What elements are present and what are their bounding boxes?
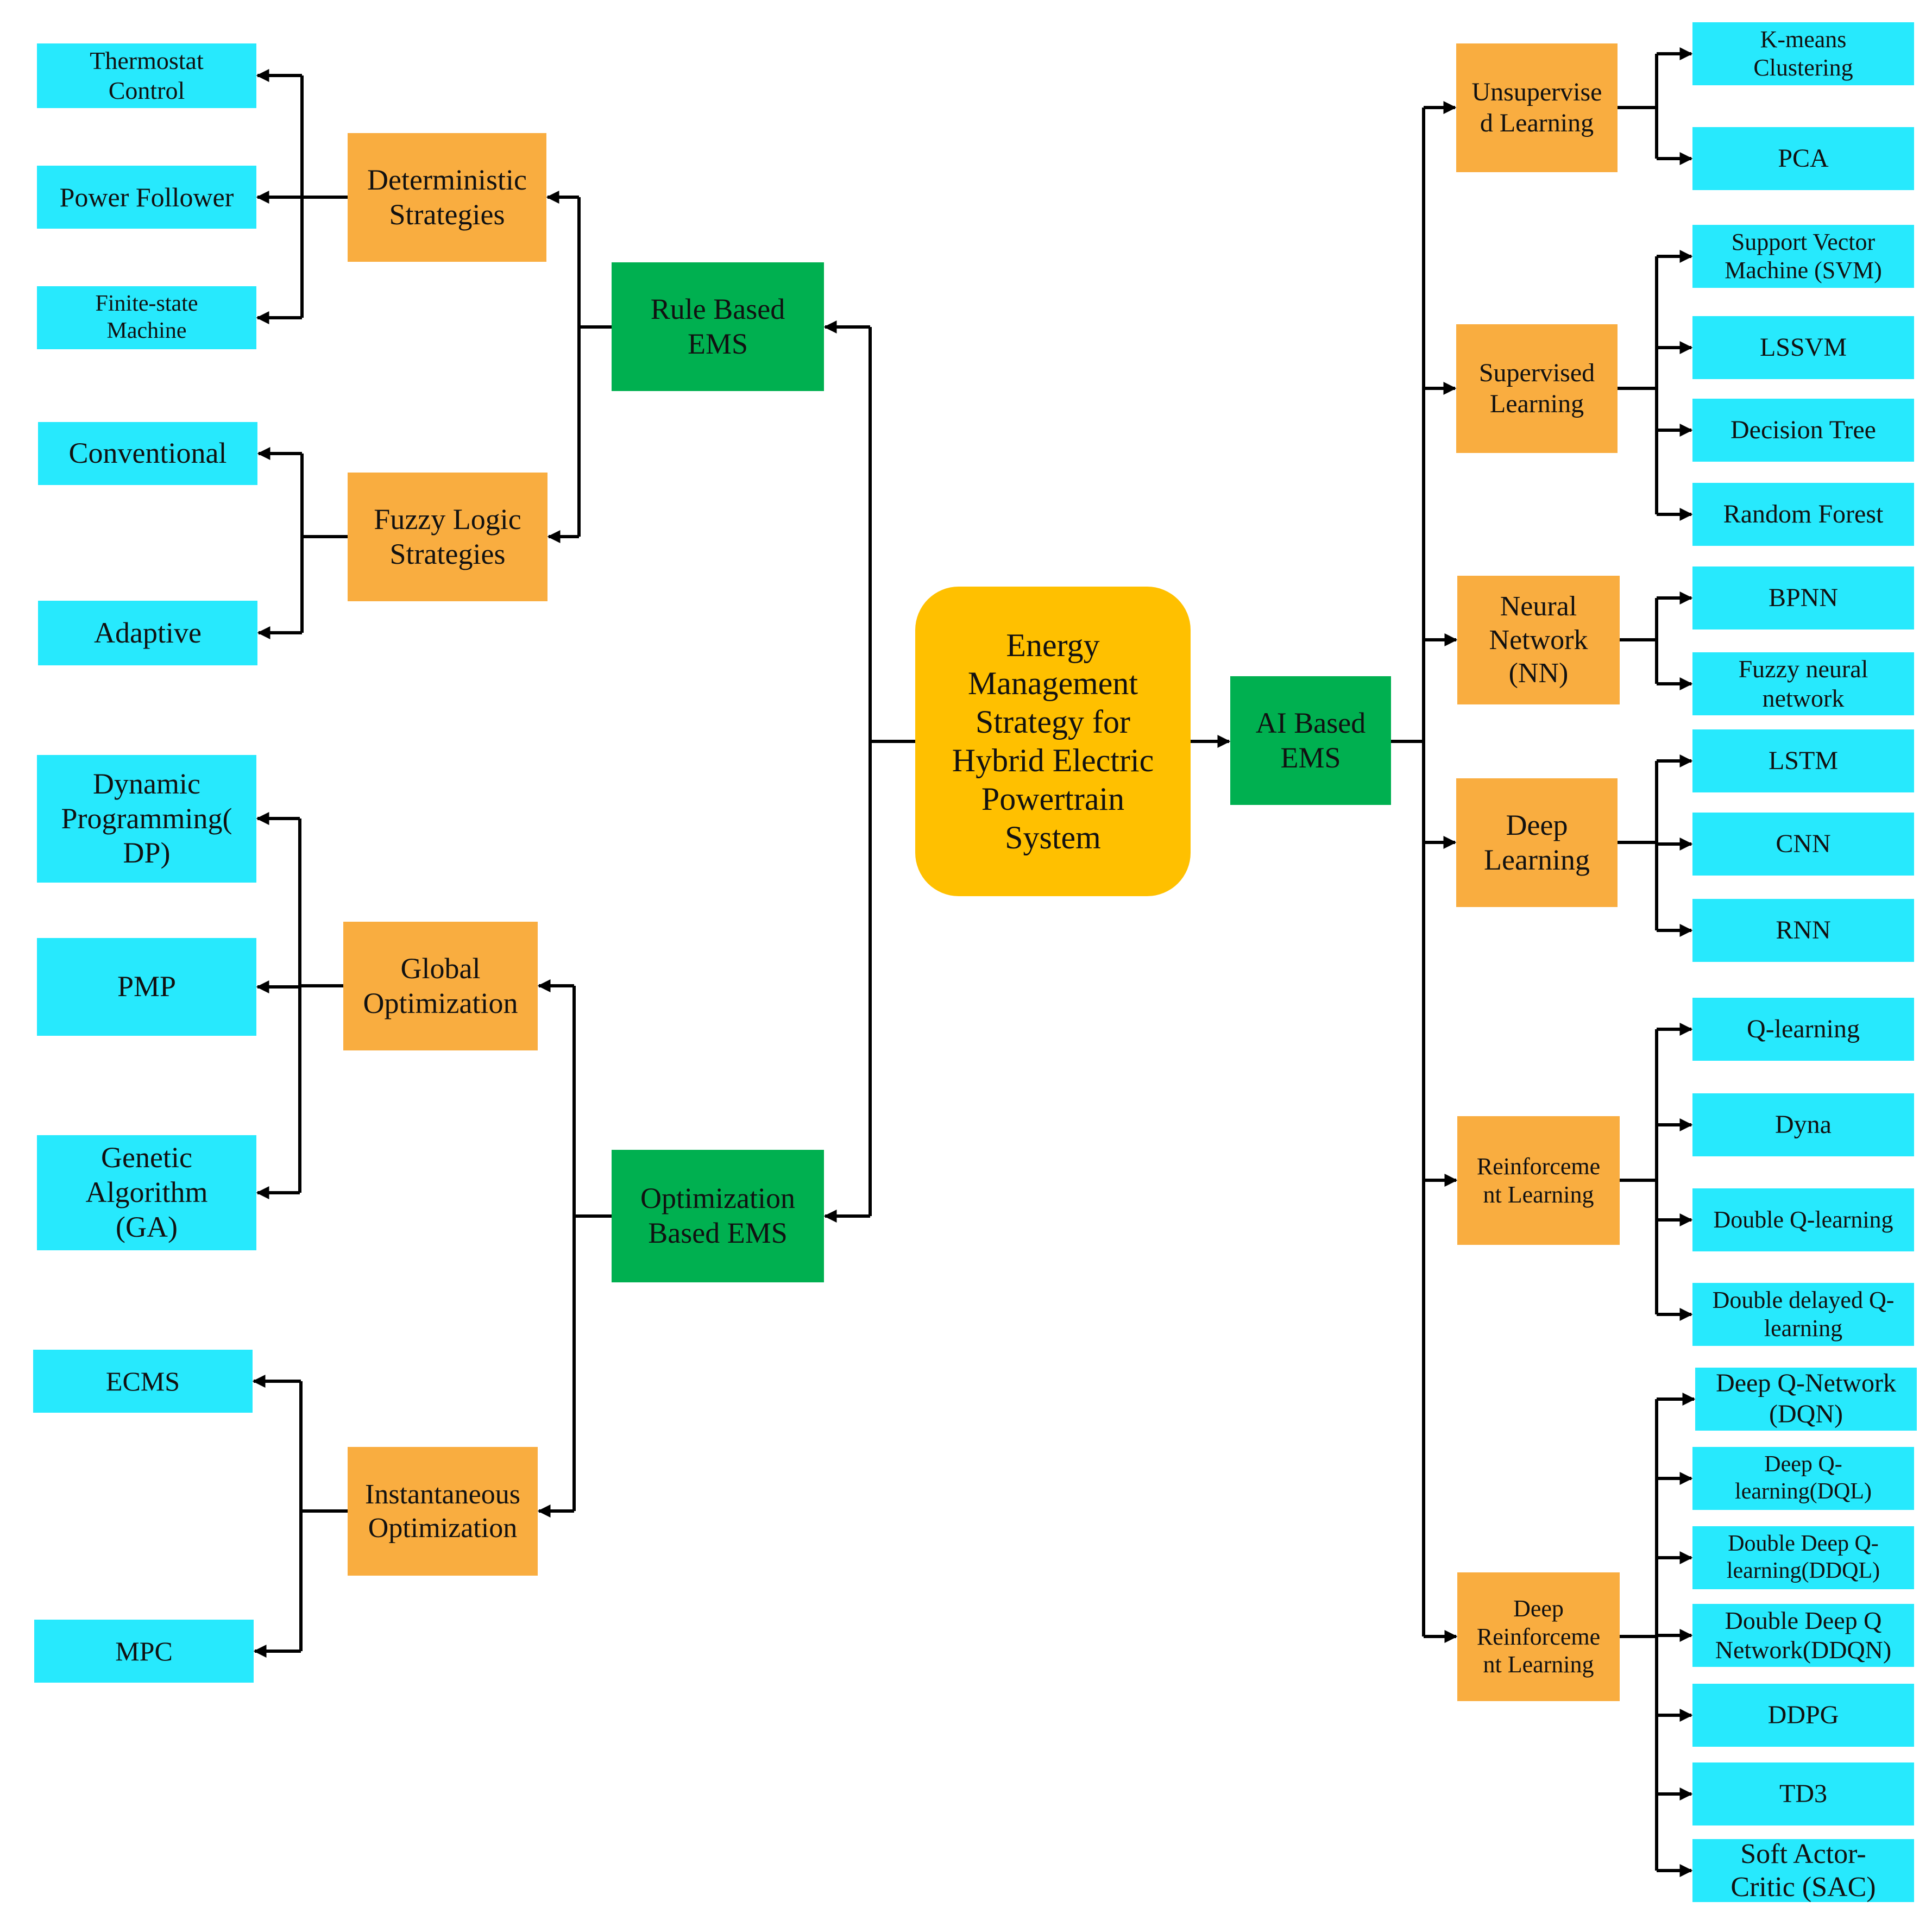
method-pmp: PMP bbox=[37, 938, 256, 1036]
method-ecms: ECMS bbox=[33, 1350, 253, 1413]
method-deep-q-learning: Deep Q- learning(DQL) bbox=[1692, 1447, 1914, 1510]
double-q-learning-label: Double Q-learning bbox=[1713, 1206, 1893, 1233]
instantaneous-optimization-label: Instantaneous Optimization bbox=[365, 1479, 520, 1544]
deep-learning-label: Deep Learning bbox=[1484, 808, 1590, 876]
method-q-learning: Q-learning bbox=[1692, 998, 1914, 1061]
method-cnn: CNN bbox=[1692, 813, 1914, 876]
method-genetic-algorithm: Genetic Algorithm (GA) bbox=[37, 1135, 256, 1250]
method-conventional: Conventional bbox=[38, 422, 257, 485]
double-deep-q-learning-label: Double Deep Q- learning(DDQL) bbox=[1726, 1531, 1880, 1583]
method-soft-actor-critic: Soft Actor- Critic (SAC) bbox=[1692, 1838, 1914, 1903]
optimization-based-ems: Optimization Based EMS bbox=[612, 1150, 824, 1282]
finite-state-machine-label: Finite-state Machine bbox=[95, 291, 198, 343]
conventional-label: Conventional bbox=[68, 437, 227, 470]
adaptive-label: Adaptive bbox=[94, 616, 202, 649]
bpnn-label: BPNN bbox=[1768, 583, 1839, 612]
root-label: Energy Management Strategy for Hybrid El… bbox=[952, 627, 1154, 855]
unsupervised-learning-label: Unsupervise d Learning bbox=[1471, 77, 1602, 137]
method-lstm: LSTM bbox=[1692, 729, 1914, 792]
deterministic-strategies-label: Deterministic Strategies bbox=[367, 163, 527, 231]
root-energy-management-strategy: Energy Management Strategy for Hybrid El… bbox=[915, 587, 1191, 896]
method-pca: PCA bbox=[1692, 127, 1914, 190]
instantaneous-optimization: Instantaneous Optimization bbox=[348, 1447, 538, 1576]
soft-actor-critic-label: Soft Actor- Critic (SAC) bbox=[1730, 1838, 1876, 1903]
power-follower-label: Power Follower bbox=[59, 181, 234, 212]
method-dynamic-programming: Dynamic Programming( DP) bbox=[37, 755, 256, 883]
method-decision-tree: Decision Tree bbox=[1692, 399, 1914, 462]
method-bpnn: BPNN bbox=[1692, 566, 1914, 629]
optimization-based-ems-label: Optimization Based EMS bbox=[640, 1182, 795, 1249]
deterministic-strategies: Deterministic Strategies bbox=[348, 133, 546, 262]
method-double-delayed-q-learning: Double delayed Q- learning bbox=[1692, 1283, 1914, 1346]
rule-based-ems: Rule Based EMS bbox=[612, 262, 824, 391]
dyna-label: Dyna bbox=[1775, 1110, 1832, 1139]
reinforcement-learning: Reinforceme nt Learning bbox=[1457, 1116, 1620, 1245]
global-optimization: Global Optimization bbox=[343, 922, 538, 1050]
neural-network-label: Neural Network (NN) bbox=[1489, 591, 1588, 689]
method-double-deep-q-network: Double Deep Q Network(DDQN) bbox=[1692, 1604, 1914, 1667]
method-mpc: MPC bbox=[34, 1620, 254, 1683]
support-vector-machine-label: Support Vector Machine (SVM) bbox=[1725, 229, 1882, 284]
method-adaptive: Adaptive bbox=[38, 601, 257, 665]
global-optimization-label: Global Optimization bbox=[363, 952, 518, 1019]
rnn-label: RNN bbox=[1776, 915, 1831, 945]
supervised-learning-label: Supervised Learning bbox=[1478, 358, 1595, 418]
ai-based-ems: AI Based EMS bbox=[1230, 676, 1391, 805]
method-power-follower: Power Follower bbox=[37, 166, 256, 229]
neural-network: Neural Network (NN) bbox=[1457, 576, 1620, 704]
method-lssvm: LSSVM bbox=[1692, 316, 1914, 379]
mpc-label: MPC bbox=[115, 1635, 173, 1666]
fuzzy-logic-strategies: Fuzzy Logic Strategies bbox=[348, 473, 547, 601]
ecms-label: ECMS bbox=[105, 1365, 180, 1396]
method-random-forest: Random Forest bbox=[1692, 483, 1914, 546]
deep-reinforcement-learning-label: Deep Reinforceme nt Learning bbox=[1476, 1595, 1601, 1678]
method-deep-q-network: Deep Q-Network (DQN) bbox=[1695, 1368, 1917, 1431]
double-deep-q-network-label: Double Deep Q Network(DDQN) bbox=[1715, 1606, 1892, 1664]
ddpg-label: DDPG bbox=[1767, 1700, 1839, 1729]
k-means-clustering-label: K-means Clustering bbox=[1753, 26, 1853, 81]
method-ddpg: DDPG bbox=[1692, 1684, 1914, 1747]
deep-q-learning-label: Deep Q- learning(DQL) bbox=[1735, 1452, 1872, 1504]
q-learning-label: Q-learning bbox=[1747, 1014, 1860, 1043]
method-td3: TD3 bbox=[1692, 1762, 1914, 1825]
lstm-label: LSTM bbox=[1768, 746, 1838, 775]
method-double-q-learning: Double Q-learning bbox=[1692, 1188, 1914, 1251]
double-delayed-q-learning-label: Double delayed Q- learning bbox=[1712, 1287, 1895, 1342]
method-support-vector-machine: Support Vector Machine (SVM) bbox=[1692, 225, 1914, 288]
ai-based-ems-label: AI Based EMS bbox=[1255, 706, 1366, 774]
thermostat-control-label: Thermostat Control bbox=[90, 47, 204, 104]
pca-label: PCA bbox=[1778, 143, 1829, 173]
method-k-means-clustering: K-means Clustering bbox=[1692, 22, 1914, 85]
fuzzy-neural-network-label: Fuzzy neural network bbox=[1738, 654, 1868, 712]
deep-learning: Deep Learning bbox=[1456, 778, 1618, 907]
td3-label: TD3 bbox=[1779, 1779, 1827, 1808]
decision-tree-label: Decision Tree bbox=[1730, 415, 1876, 444]
dynamic-programming-label: Dynamic Programming( DP) bbox=[61, 767, 232, 870]
method-finite-state-machine: Finite-state Machine bbox=[37, 286, 256, 349]
unsupervised-learning: Unsupervise d Learning bbox=[1456, 43, 1618, 172]
supervised-learning: Supervised Learning bbox=[1456, 324, 1618, 453]
genetic-algorithm-label: Genetic Algorithm (GA) bbox=[85, 1141, 208, 1243]
deep-reinforcement-learning: Deep Reinforceme nt Learning bbox=[1457, 1572, 1620, 1701]
random-forest-label: Random Forest bbox=[1723, 499, 1884, 528]
pmp-label: PMP bbox=[117, 970, 177, 1003]
method-fuzzy-neural-network: Fuzzy neural network bbox=[1692, 652, 1914, 715]
lssvm-label: LSSVM bbox=[1759, 332, 1847, 362]
method-double-deep-q-learning: Double Deep Q- learning(DDQL) bbox=[1692, 1526, 1914, 1589]
deep-q-network-label: Deep Q-Network (DQN) bbox=[1716, 1369, 1896, 1428]
method-dyna: Dyna bbox=[1692, 1093, 1914, 1156]
method-rnn: RNN bbox=[1692, 899, 1914, 962]
rule-based-ems-label: Rule Based EMS bbox=[650, 292, 785, 360]
method-thermostat-control: Thermostat Control bbox=[37, 43, 256, 108]
fuzzy-logic-strategies-label: Fuzzy Logic Strategies bbox=[374, 502, 521, 570]
cnn-label: CNN bbox=[1776, 829, 1831, 858]
reinforcement-learning-label: Reinforceme nt Learning bbox=[1476, 1153, 1601, 1208]
